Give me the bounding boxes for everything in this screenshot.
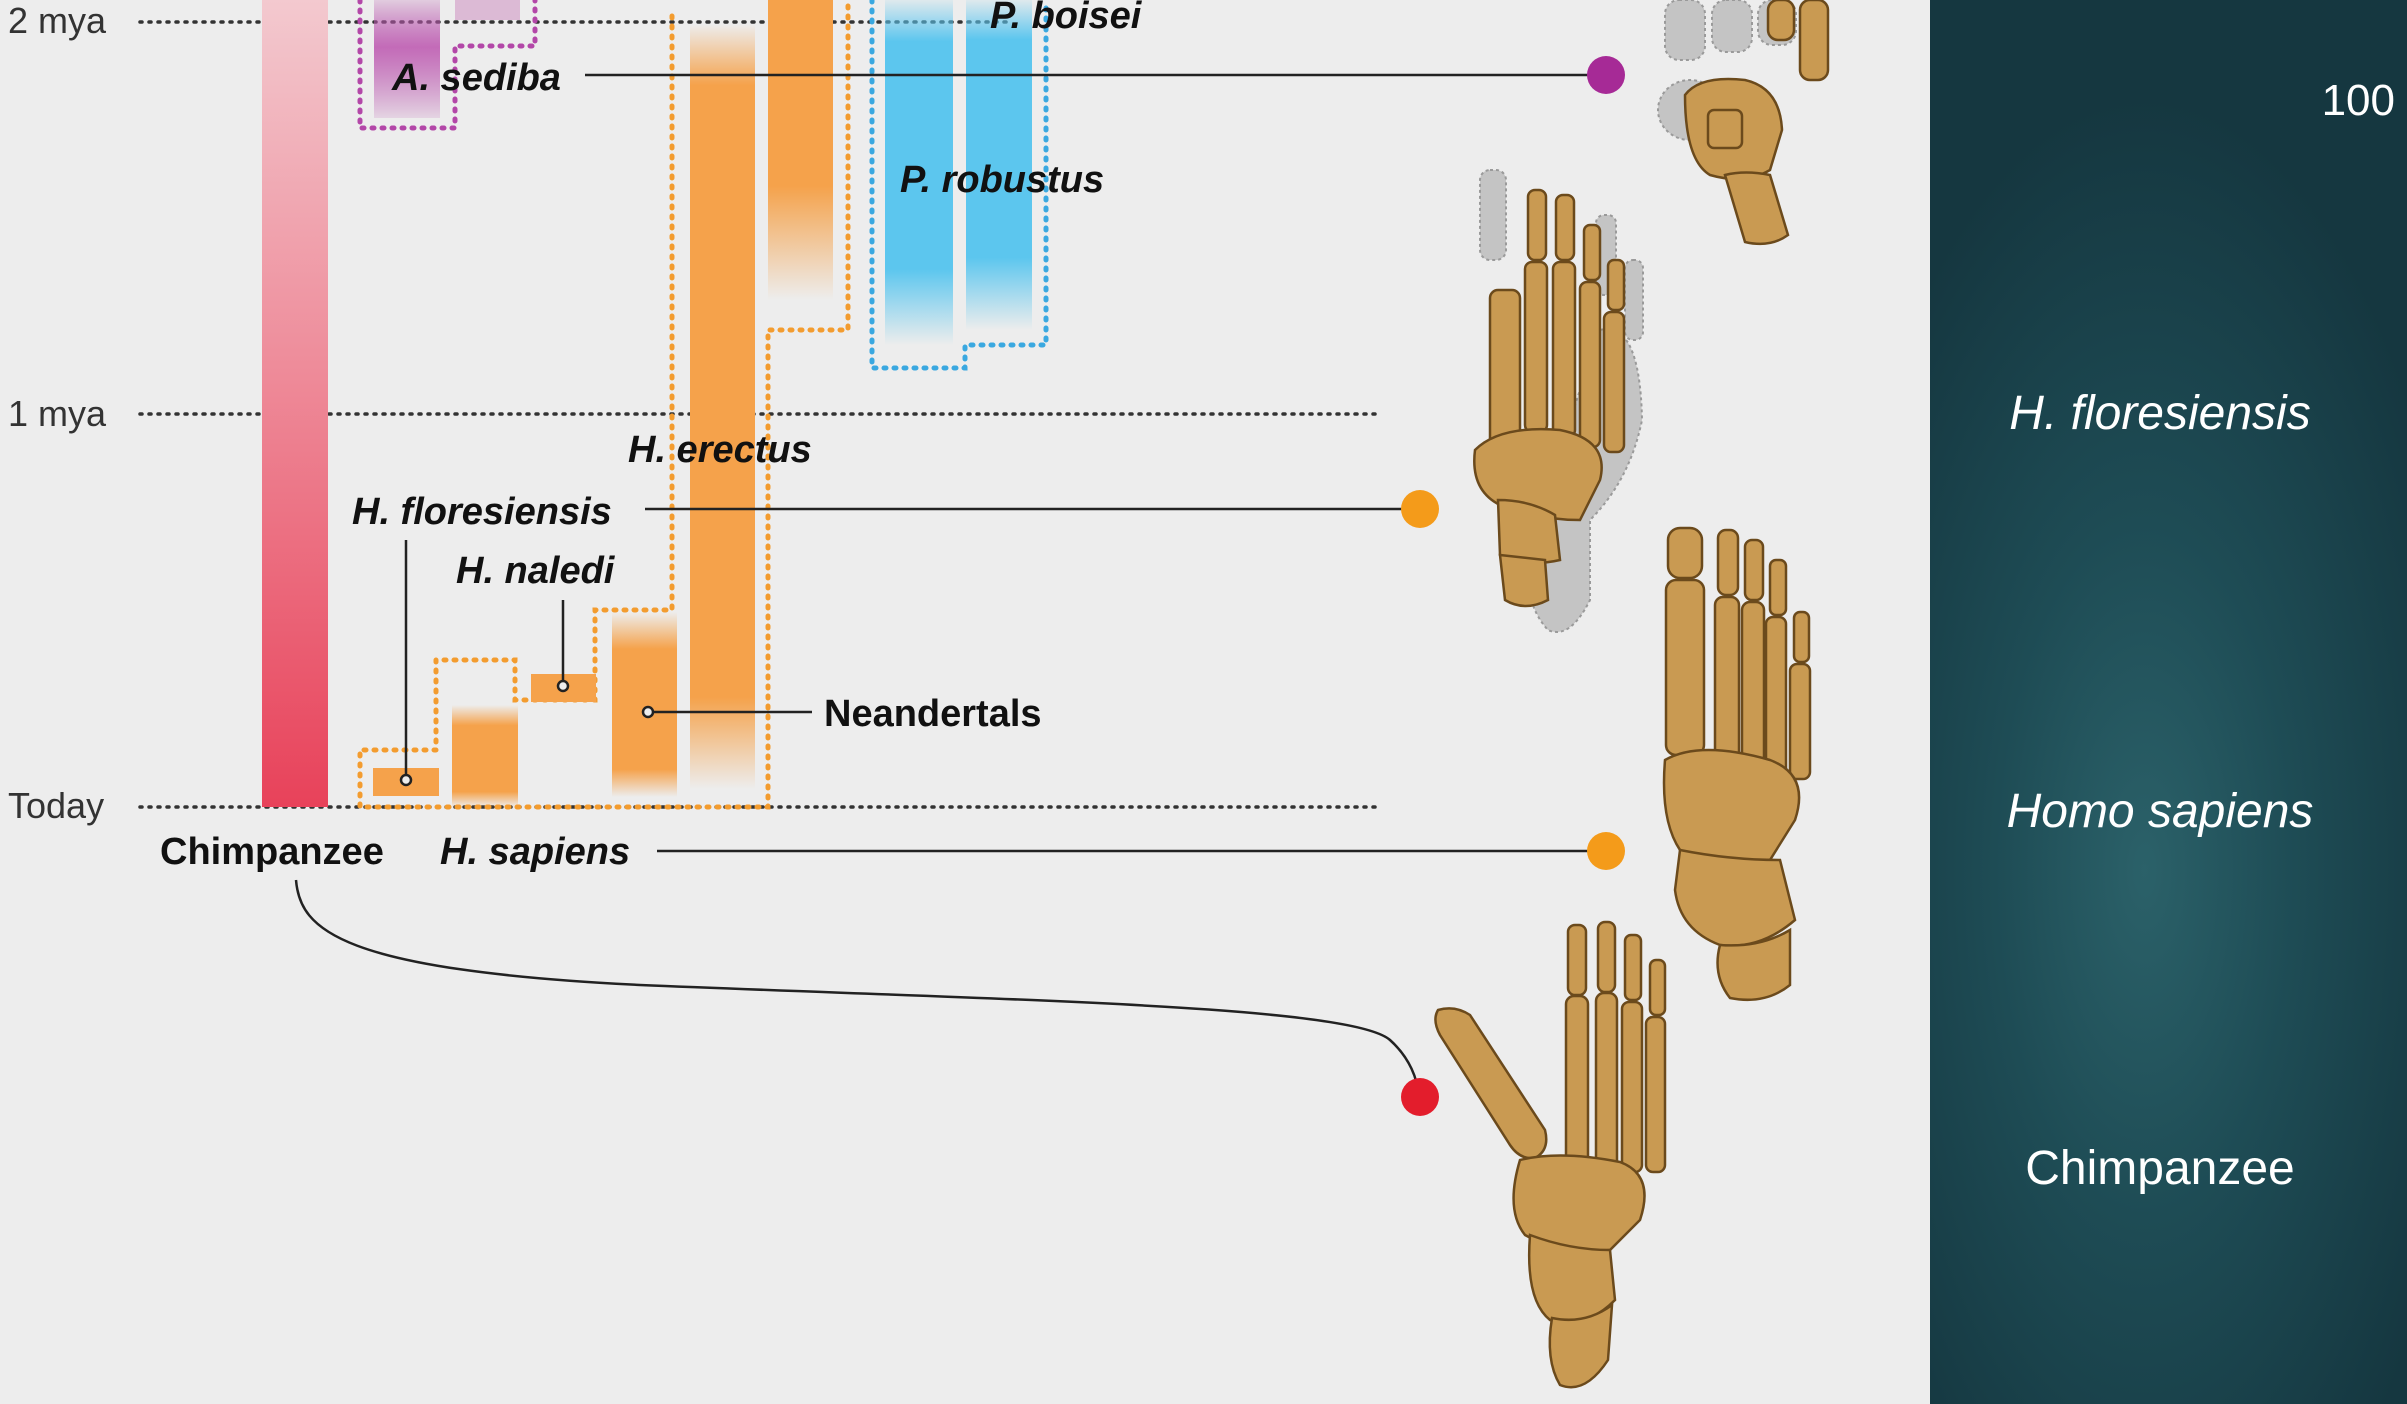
side-label-chimpanzee: Chimpanzee <box>1930 1141 2390 1196</box>
tick-label-today: Today <box>8 785 104 826</box>
foot-chimpanzee-icon <box>1435 922 1665 1387</box>
erectus-range-bar <box>690 24 755 789</box>
floresiensis-dot <box>1401 490 1439 528</box>
label-a-sediba: A. sediba <box>391 57 561 99</box>
foot-sediba-icon <box>1658 0 1828 244</box>
side-label-sapiens: Homo sapiens <box>1930 784 2390 839</box>
side-label-floresiensis: H. floresiensis <box>1930 386 2390 441</box>
sediba-range-bar-2 <box>455 0 520 20</box>
label-h-floresiensis: H. floresiensis <box>352 491 612 533</box>
evolution-timeline-diagram: 2 mya 1 mya Today P. boisei A. sediba <box>0 0 1930 1404</box>
label-h-erectus: H. erectus <box>628 429 812 471</box>
sapiens-dot <box>1587 832 1625 870</box>
chimpanzee-leader-curve <box>296 880 1418 1095</box>
slide-number: 100 <box>2322 76 2395 126</box>
foot-floresiensis-icon <box>1474 170 1643 632</box>
early-homo-range-bar <box>768 0 833 300</box>
naledi-marker <box>558 681 568 691</box>
sapiens-range-bar <box>452 705 518 807</box>
foot-sapiens-icon <box>1664 528 1810 1000</box>
side-panel: 100 H. floresiensis Homo sapiens Chimpan… <box>1930 0 2407 1404</box>
label-chimpanzee: Chimpanzee <box>160 831 384 873</box>
label-p-boisei: P. boisei <box>990 0 1143 37</box>
sediba-dot <box>1587 56 1625 94</box>
neandertal-range-bar <box>612 612 677 797</box>
floresiensis-marker <box>401 775 411 785</box>
chimpanzee-range-bar <box>262 0 328 807</box>
chimpanzee-dot <box>1401 1078 1439 1116</box>
timeline-svg: 2 mya 1 mya Today P. boisei A. sediba <box>0 0 1930 1404</box>
label-h-sapiens: H. sapiens <box>440 831 630 873</box>
label-h-naledi: H. naledi <box>456 550 616 592</box>
label-p-robustus: P. robustus <box>900 159 1104 201</box>
label-neandertals: Neandertals <box>824 693 1042 735</box>
tick-label-2mya: 2 mya <box>8 0 107 41</box>
tick-label-1mya: 1 mya <box>8 393 107 434</box>
neandertals-marker <box>643 707 653 717</box>
